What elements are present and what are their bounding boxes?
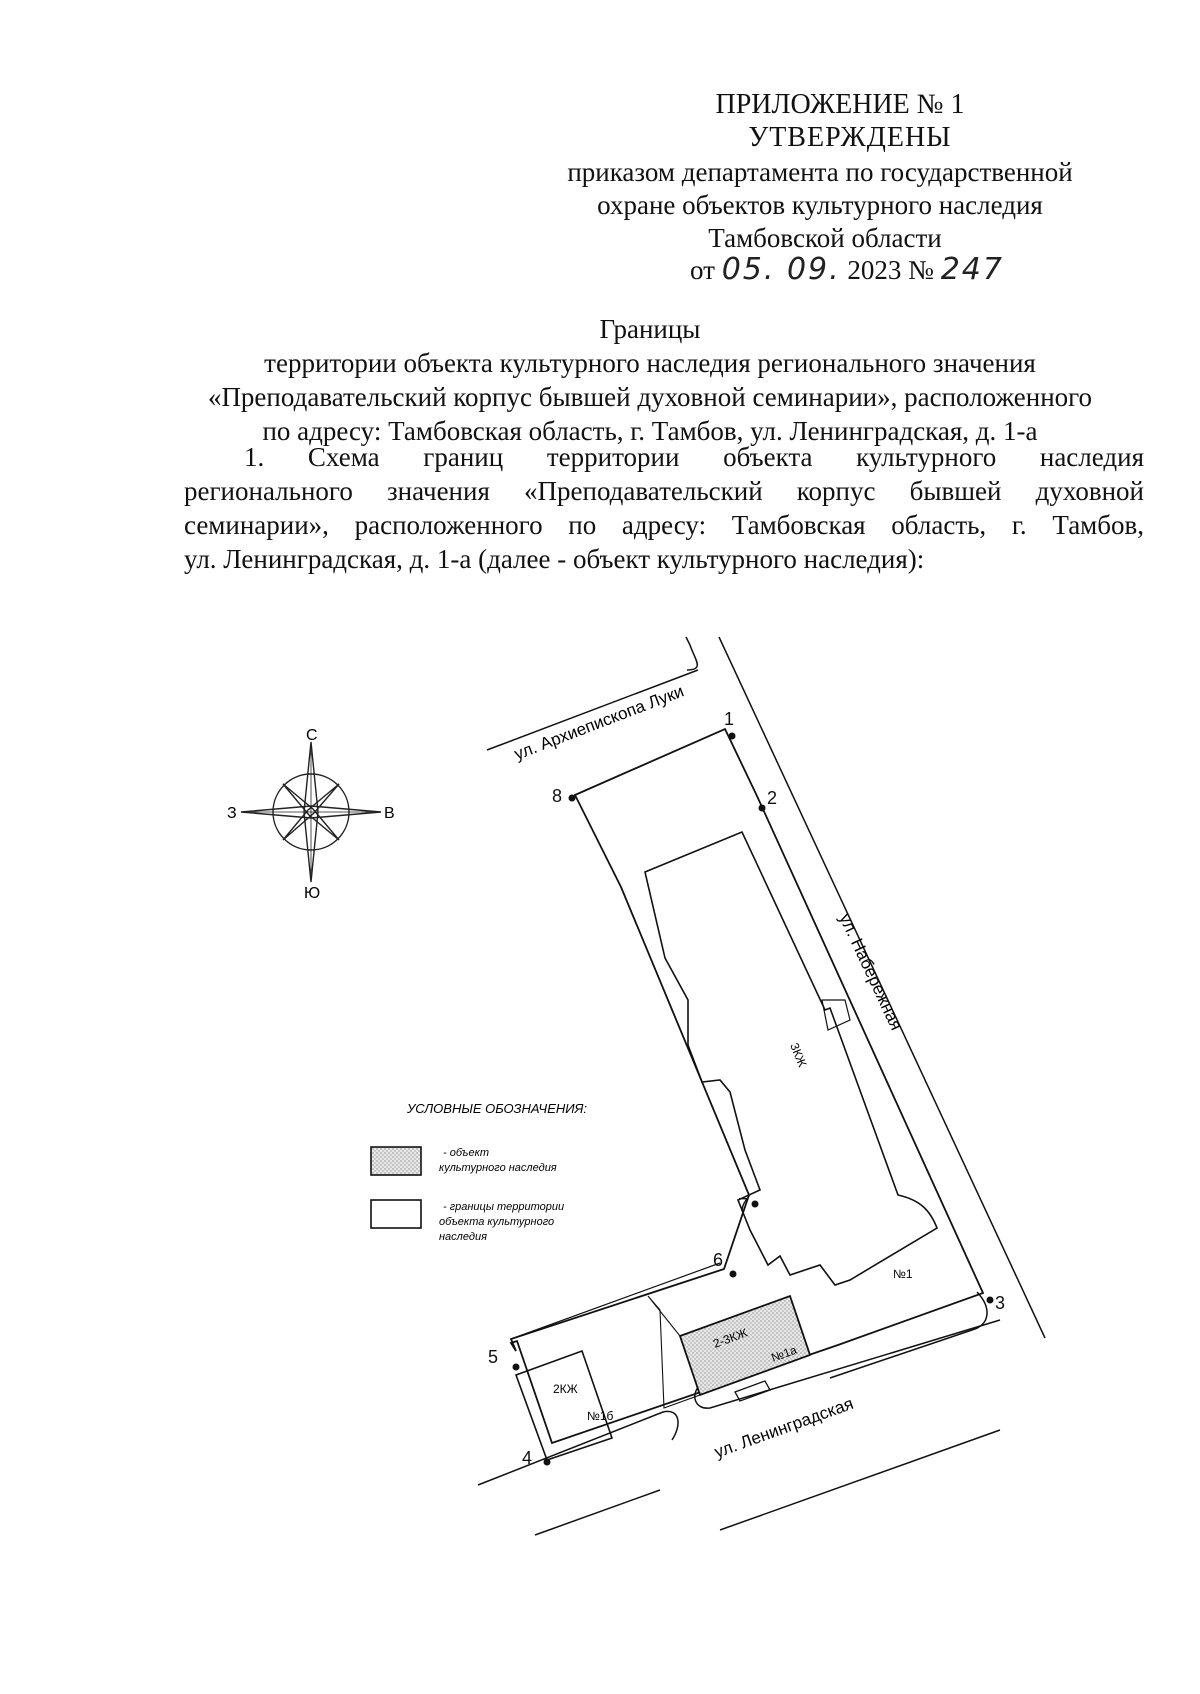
street-label-leningradskaya: ул. Ленинградская: [712, 1394, 856, 1462]
compass-diag-1: [282, 783, 340, 841]
handwritten-date: 05. 09.: [721, 252, 841, 287]
title-line-4: по адресу: Тамбовская область, г. Тамбов…: [262, 416, 1038, 446]
street-edges: [477, 636, 1046, 1536]
order-date-line: от 05. 09. 2023 № 247: [690, 253, 1090, 287]
point-4-label: 4: [522, 1448, 532, 1468]
building-1b-floors: 2КЖ: [553, 1382, 578, 1396]
legend-item2-line2: объекта культурного: [439, 1216, 554, 1228]
compass-east: В: [384, 805, 395, 822]
title-line-3: «Преподавательский корпус бывшей духовно…: [207, 382, 1093, 412]
boundary-points: [512, 732, 994, 1466]
order-line-1: приказом департамента по государственной: [567, 157, 1073, 187]
boundary-inner-line: [510, 1262, 721, 1340]
legend-title: УСЛОВНЫЕ ОБОЗНАЧЕНИЯ:: [406, 1101, 587, 1116]
point-5-label: 5: [488, 1347, 498, 1367]
title-line-2: территории объекта культурного наследия …: [264, 348, 1036, 378]
point-1-dot: [728, 732, 736, 740]
point-7-label: 7: [738, 1195, 748, 1215]
legend-boundary-swatch: [370, 1199, 422, 1229]
building-1b: [514, 1349, 614, 1462]
building-1b-adjacent: [647, 1295, 701, 1409]
compass-diag-2: [282, 783, 340, 841]
street-arkhiepiskopa-top-edge: [486, 669, 699, 751]
scheme-paragraph: 1. Схема границ территории объекта культ…: [184, 440, 1144, 576]
point-7-dot: [751, 1200, 759, 1208]
street-corner-southwest: [477, 1410, 679, 1486]
street-label-naberezhnaya: ул. Набережная: [835, 911, 906, 1034]
legend-item2-line1: - границы территории: [443, 1201, 564, 1213]
street-naberezhnaya-east-edge: [718, 636, 1046, 1339]
point-3-dot: [986, 1296, 994, 1304]
number-sign: №: [908, 255, 934, 285]
legend-item2-line3: наследия: [439, 1231, 487, 1243]
point-5-dot: [512, 1363, 520, 1371]
building-1-floors: 3КЖ: [787, 1041, 809, 1069]
paragraph-line-3: семинарии», расположенного по адресу: Та…: [184, 510, 1144, 540]
legend-item1-line2: культурного наследия: [439, 1162, 557, 1174]
point-8-label: 8: [552, 786, 562, 806]
date-year: 2023: [847, 255, 902, 285]
building-1b-number: №1б: [587, 1409, 614, 1423]
building-1-porch: [821, 999, 851, 1031]
handwritten-number: 247: [940, 252, 1004, 287]
point-1-label: 1: [724, 709, 734, 729]
point-2-label: 2: [767, 788, 777, 808]
building-1: [644, 830, 938, 1286]
territory-boundary: [509, 727, 985, 1445]
street-leningradskaya-south-edge: [719, 1429, 1001, 1531]
point-4-dot: [543, 1458, 551, 1466]
order-line-3: Тамбовской области: [708, 223, 942, 253]
order-line-2: охране объектов культурного наследия: [597, 190, 1043, 220]
compass-south: Ю: [304, 885, 320, 902]
point-6-dot: [729, 1270, 737, 1278]
street-label-arkhiepiskopa: ул. Архиепископа Луки: [512, 681, 687, 763]
point-3-label: 3: [995, 1293, 1005, 1313]
building-1-number: №1: [893, 1267, 913, 1281]
compass-rose: [240, 741, 382, 883]
legend-heritage-swatch: [370, 1146, 422, 1176]
heritage-porch: [734, 1380, 771, 1402]
street-corner-top: [685, 636, 698, 671]
date-prefix: от: [690, 255, 715, 285]
paragraph-line-1: 1. Схема границ территории объекта культ…: [244, 442, 1144, 472]
map-legend: УСЛОВНЫЕ ОБОЗНАЧЕНИЯ: - объект культурно…: [370, 1101, 587, 1243]
paragraph-line-2: регионального значения «Преподавательски…: [184, 476, 1144, 506]
street-corner-southeast: [829, 1291, 988, 1379]
document-title: Границы: [599, 314, 701, 344]
approved-title: УТВЕРЖДЕНЫ: [748, 122, 952, 153]
appendix-title: ПРИЛОЖЕНИЕ № 1: [715, 89, 965, 120]
street-southwest-edge: [534, 1489, 661, 1536]
point-2-dot: [758, 804, 766, 812]
point-8-dot: [568, 794, 576, 802]
paragraph-line-4: ул. Ленинградская, д. 1-а (далее - объек…: [184, 544, 925, 574]
legend-item1-line1: - объект: [443, 1147, 489, 1159]
point-6-label: 6: [713, 1250, 723, 1270]
compass-north: С: [306, 727, 318, 744]
compass-west: З: [227, 805, 237, 822]
